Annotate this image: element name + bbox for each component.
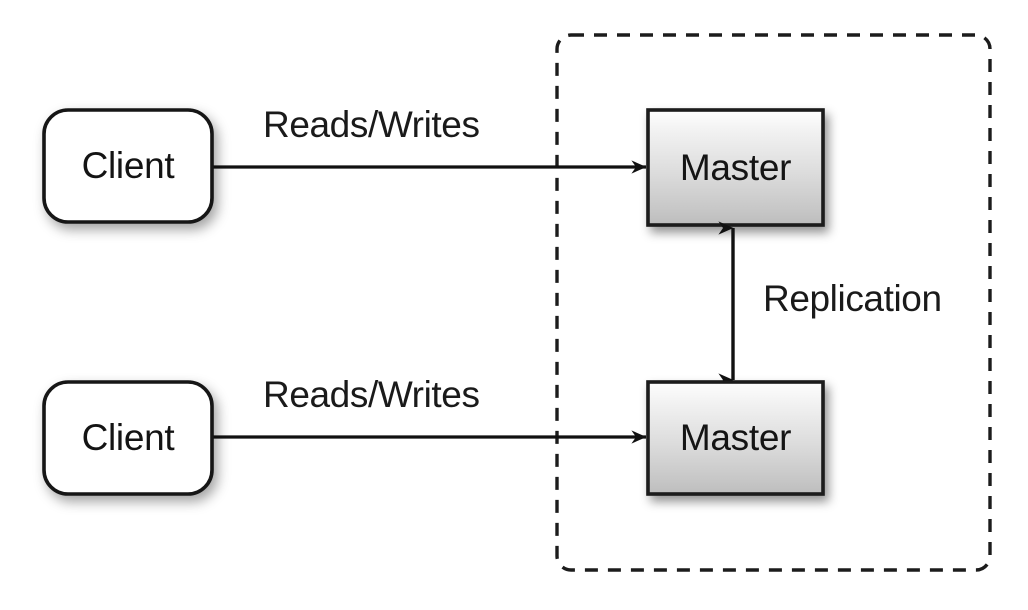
client-bottom-box[interactable] xyxy=(42,380,214,496)
edge-label-replication: Replication xyxy=(763,278,942,319)
edge-label-reads-writes-top: Reads/Writes xyxy=(263,104,480,145)
master-bottom-box[interactable] xyxy=(646,380,825,496)
master-top-box[interactable] xyxy=(646,108,825,227)
client-top-box[interactable] xyxy=(42,108,214,224)
edge-label-reads-writes-bottom: Reads/Writes xyxy=(263,374,480,415)
dashed-cluster-boundary xyxy=(555,33,992,572)
